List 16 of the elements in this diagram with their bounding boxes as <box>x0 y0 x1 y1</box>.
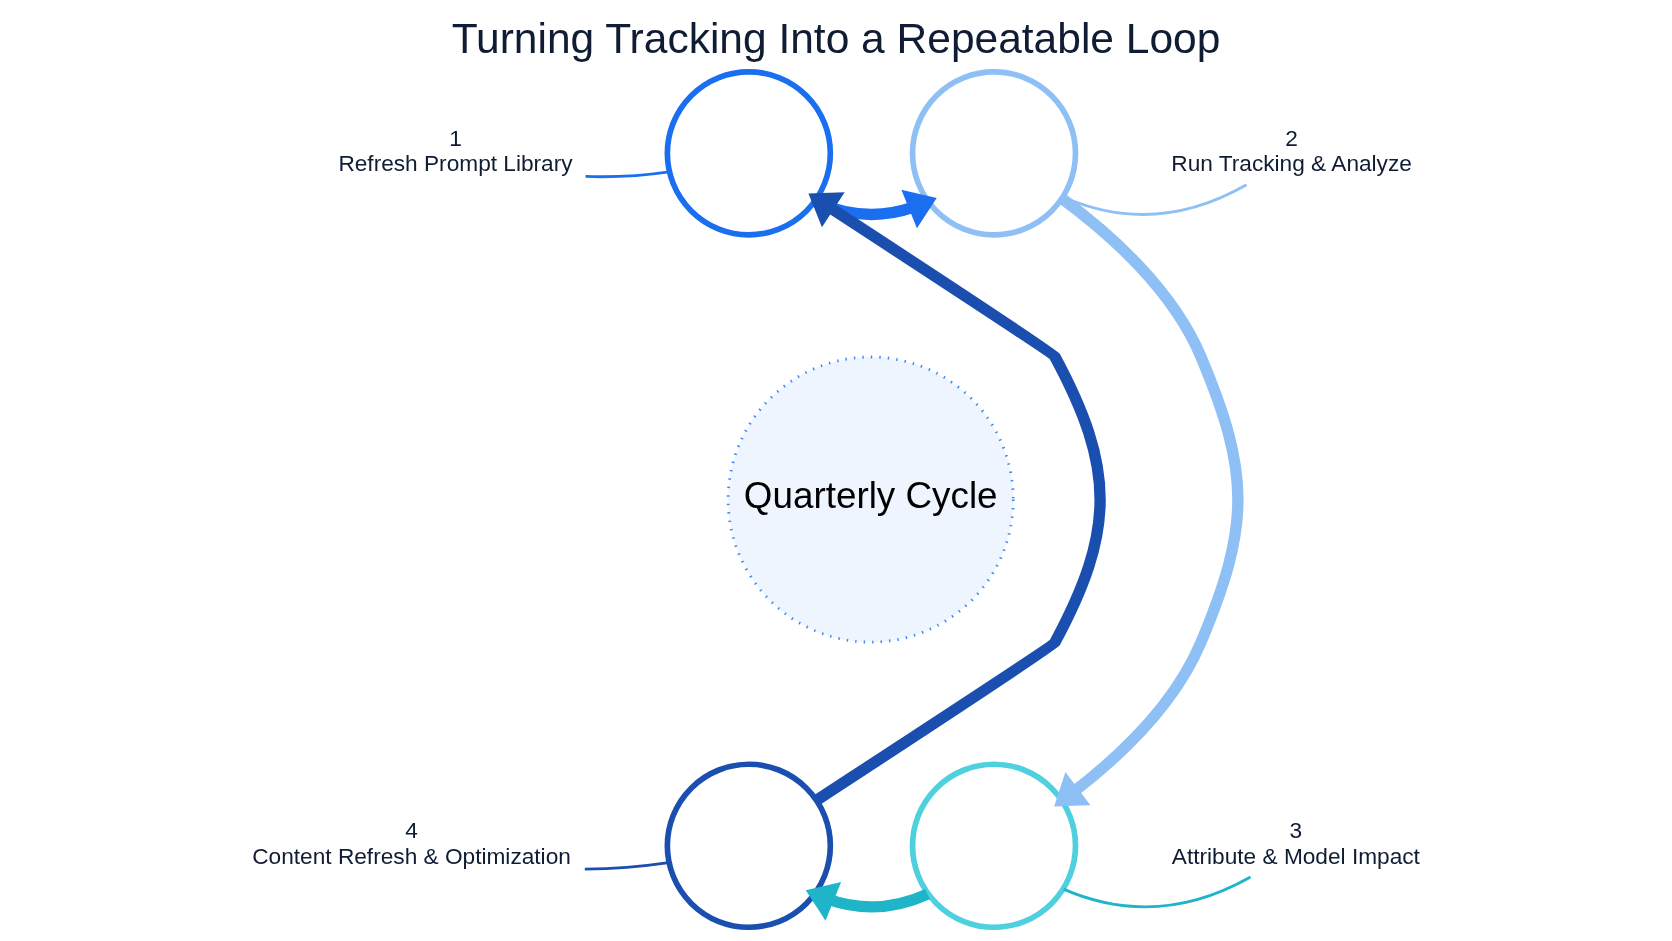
node-circle <box>909 761 1079 931</box>
node-circle <box>664 761 834 931</box>
node-text: 1 Refresh Prompt Library <box>338 124 573 177</box>
connector <box>585 170 670 179</box>
node-circle <box>909 69 1079 238</box>
connector <box>584 861 669 871</box>
node-circle <box>664 69 834 238</box>
node-text: 2 Run Tracking & Analyze <box>1171 124 1412 177</box>
arrow <box>805 882 930 921</box>
arrow <box>1054 194 1244 807</box>
node-text: 3 Attribute & Model Impact <box>1171 817 1420 869</box>
arrow <box>808 192 1106 805</box>
node-circle: Quarterly Cycle <box>726 355 1015 644</box>
diagram-title: Turning Tracking Into a Repeatable Loop <box>451 15 1221 63</box>
connector <box>1063 875 1252 909</box>
node-text: 4 Content Refresh & Optimization <box>252 817 571 869</box>
